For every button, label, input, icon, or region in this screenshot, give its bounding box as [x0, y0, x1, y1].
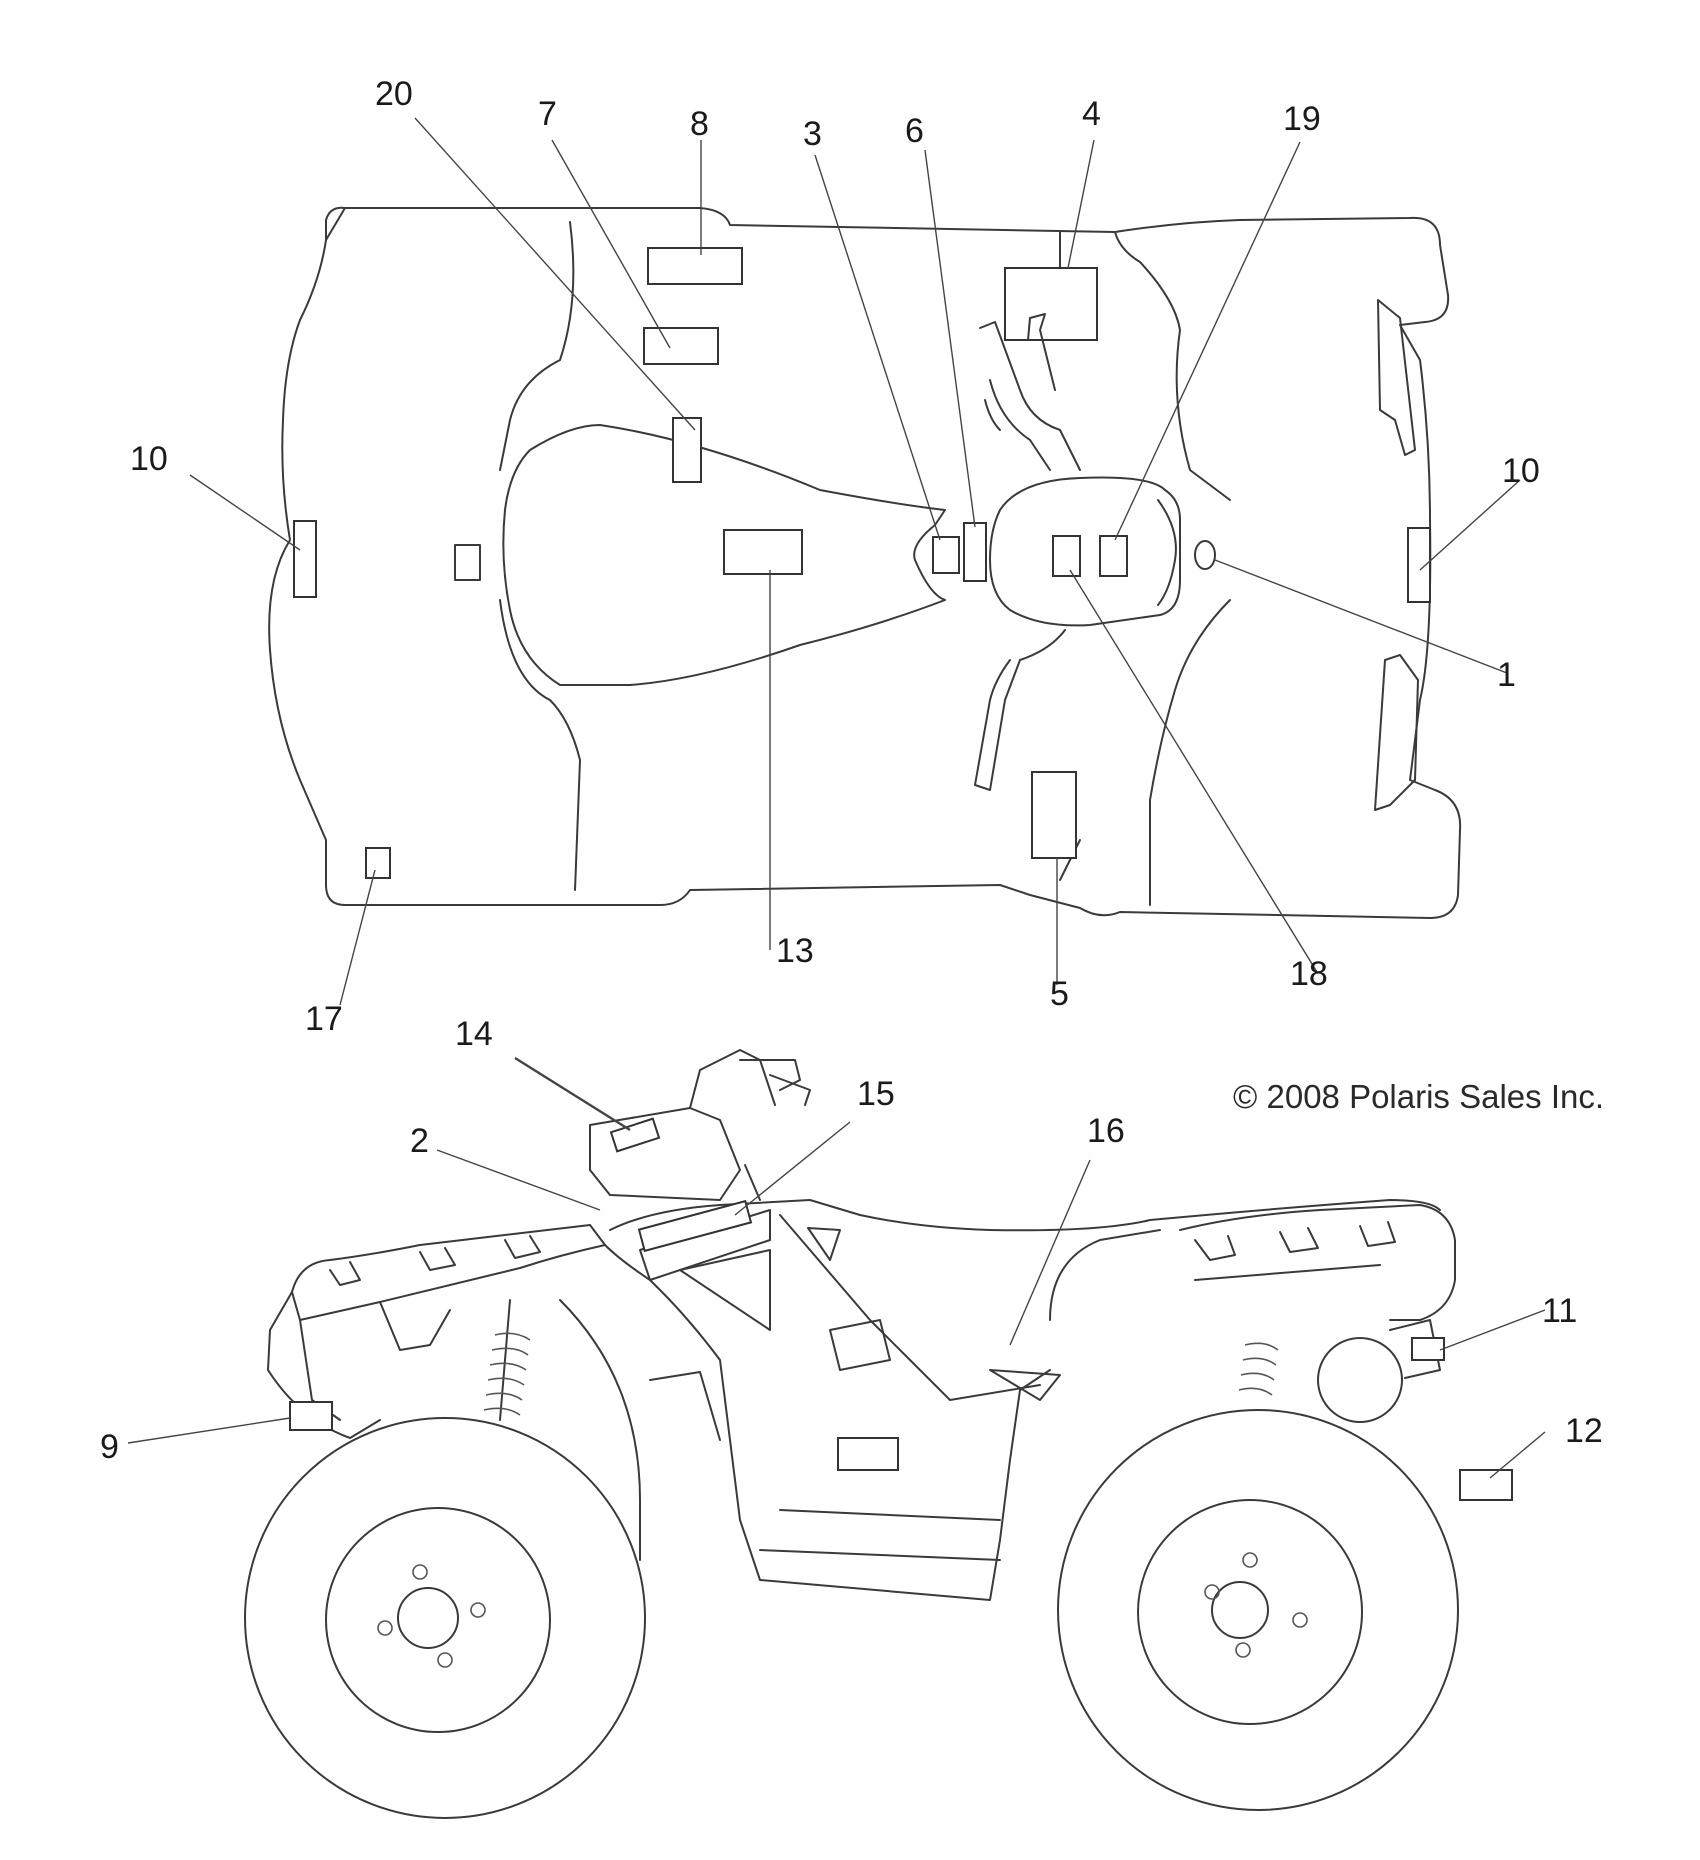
- callout-10-left: 10: [130, 440, 168, 478]
- decal-6: [963, 522, 987, 582]
- decal-9: [289, 1401, 333, 1431]
- callout-8: 8: [690, 105, 709, 143]
- callout-17: 17: [305, 1000, 343, 1038]
- decal-10-front: [1407, 527, 1431, 603]
- decal-18: [1052, 535, 1081, 577]
- callout-5: 5: [1050, 975, 1069, 1013]
- decal-3: [932, 536, 960, 574]
- callout-4: 4: [1082, 95, 1101, 133]
- callout-16: 16: [1087, 1112, 1125, 1150]
- callout-9: 9: [100, 1428, 119, 1466]
- callout-2: 2: [410, 1122, 429, 1160]
- callouts: 20 7 8 3 6 4 19 10 10 1 13 18 5 17 14 15…: [100, 75, 1603, 1466]
- decal-4: [1004, 267, 1098, 341]
- decal-20: [672, 417, 702, 483]
- callout-3: 3: [803, 115, 822, 153]
- decal-8: [647, 247, 743, 285]
- callout-10-right: 10: [1502, 452, 1540, 490]
- callout-18: 18: [1290, 955, 1328, 993]
- decal-mid-side: [837, 1437, 899, 1471]
- decal-5: [1031, 771, 1077, 859]
- decal-10-rear: [293, 520, 317, 598]
- callout-14: 14: [455, 1015, 493, 1053]
- callout-13: 13: [776, 932, 814, 970]
- callout-11: 11: [1542, 1292, 1577, 1330]
- callout-7: 7: [538, 95, 557, 133]
- callout-1: 1: [1497, 656, 1516, 694]
- decal-17: [365, 847, 391, 879]
- decal-7: [643, 327, 719, 365]
- copyright-notice: © 2008 Polaris Sales Inc.: [1233, 1078, 1605, 1115]
- atv-side-view: [244, 1049, 1513, 1819]
- decal-13: [723, 529, 803, 575]
- decal-11: [1411, 1337, 1445, 1361]
- decal-14: [609, 1117, 661, 1153]
- callout-19: 19: [1283, 100, 1321, 138]
- callout-15: 15: [857, 1075, 895, 1113]
- decal-15: [637, 1199, 753, 1253]
- decal-19: [1099, 535, 1128, 577]
- decal-12: [1459, 1469, 1513, 1501]
- callout-6: 6: [905, 112, 924, 150]
- leader-lines: [127, 117, 1546, 1479]
- callout-20: 20: [375, 75, 413, 113]
- callout-12: 12: [1565, 1412, 1603, 1450]
- atv-top-view: [268, 206, 1462, 919]
